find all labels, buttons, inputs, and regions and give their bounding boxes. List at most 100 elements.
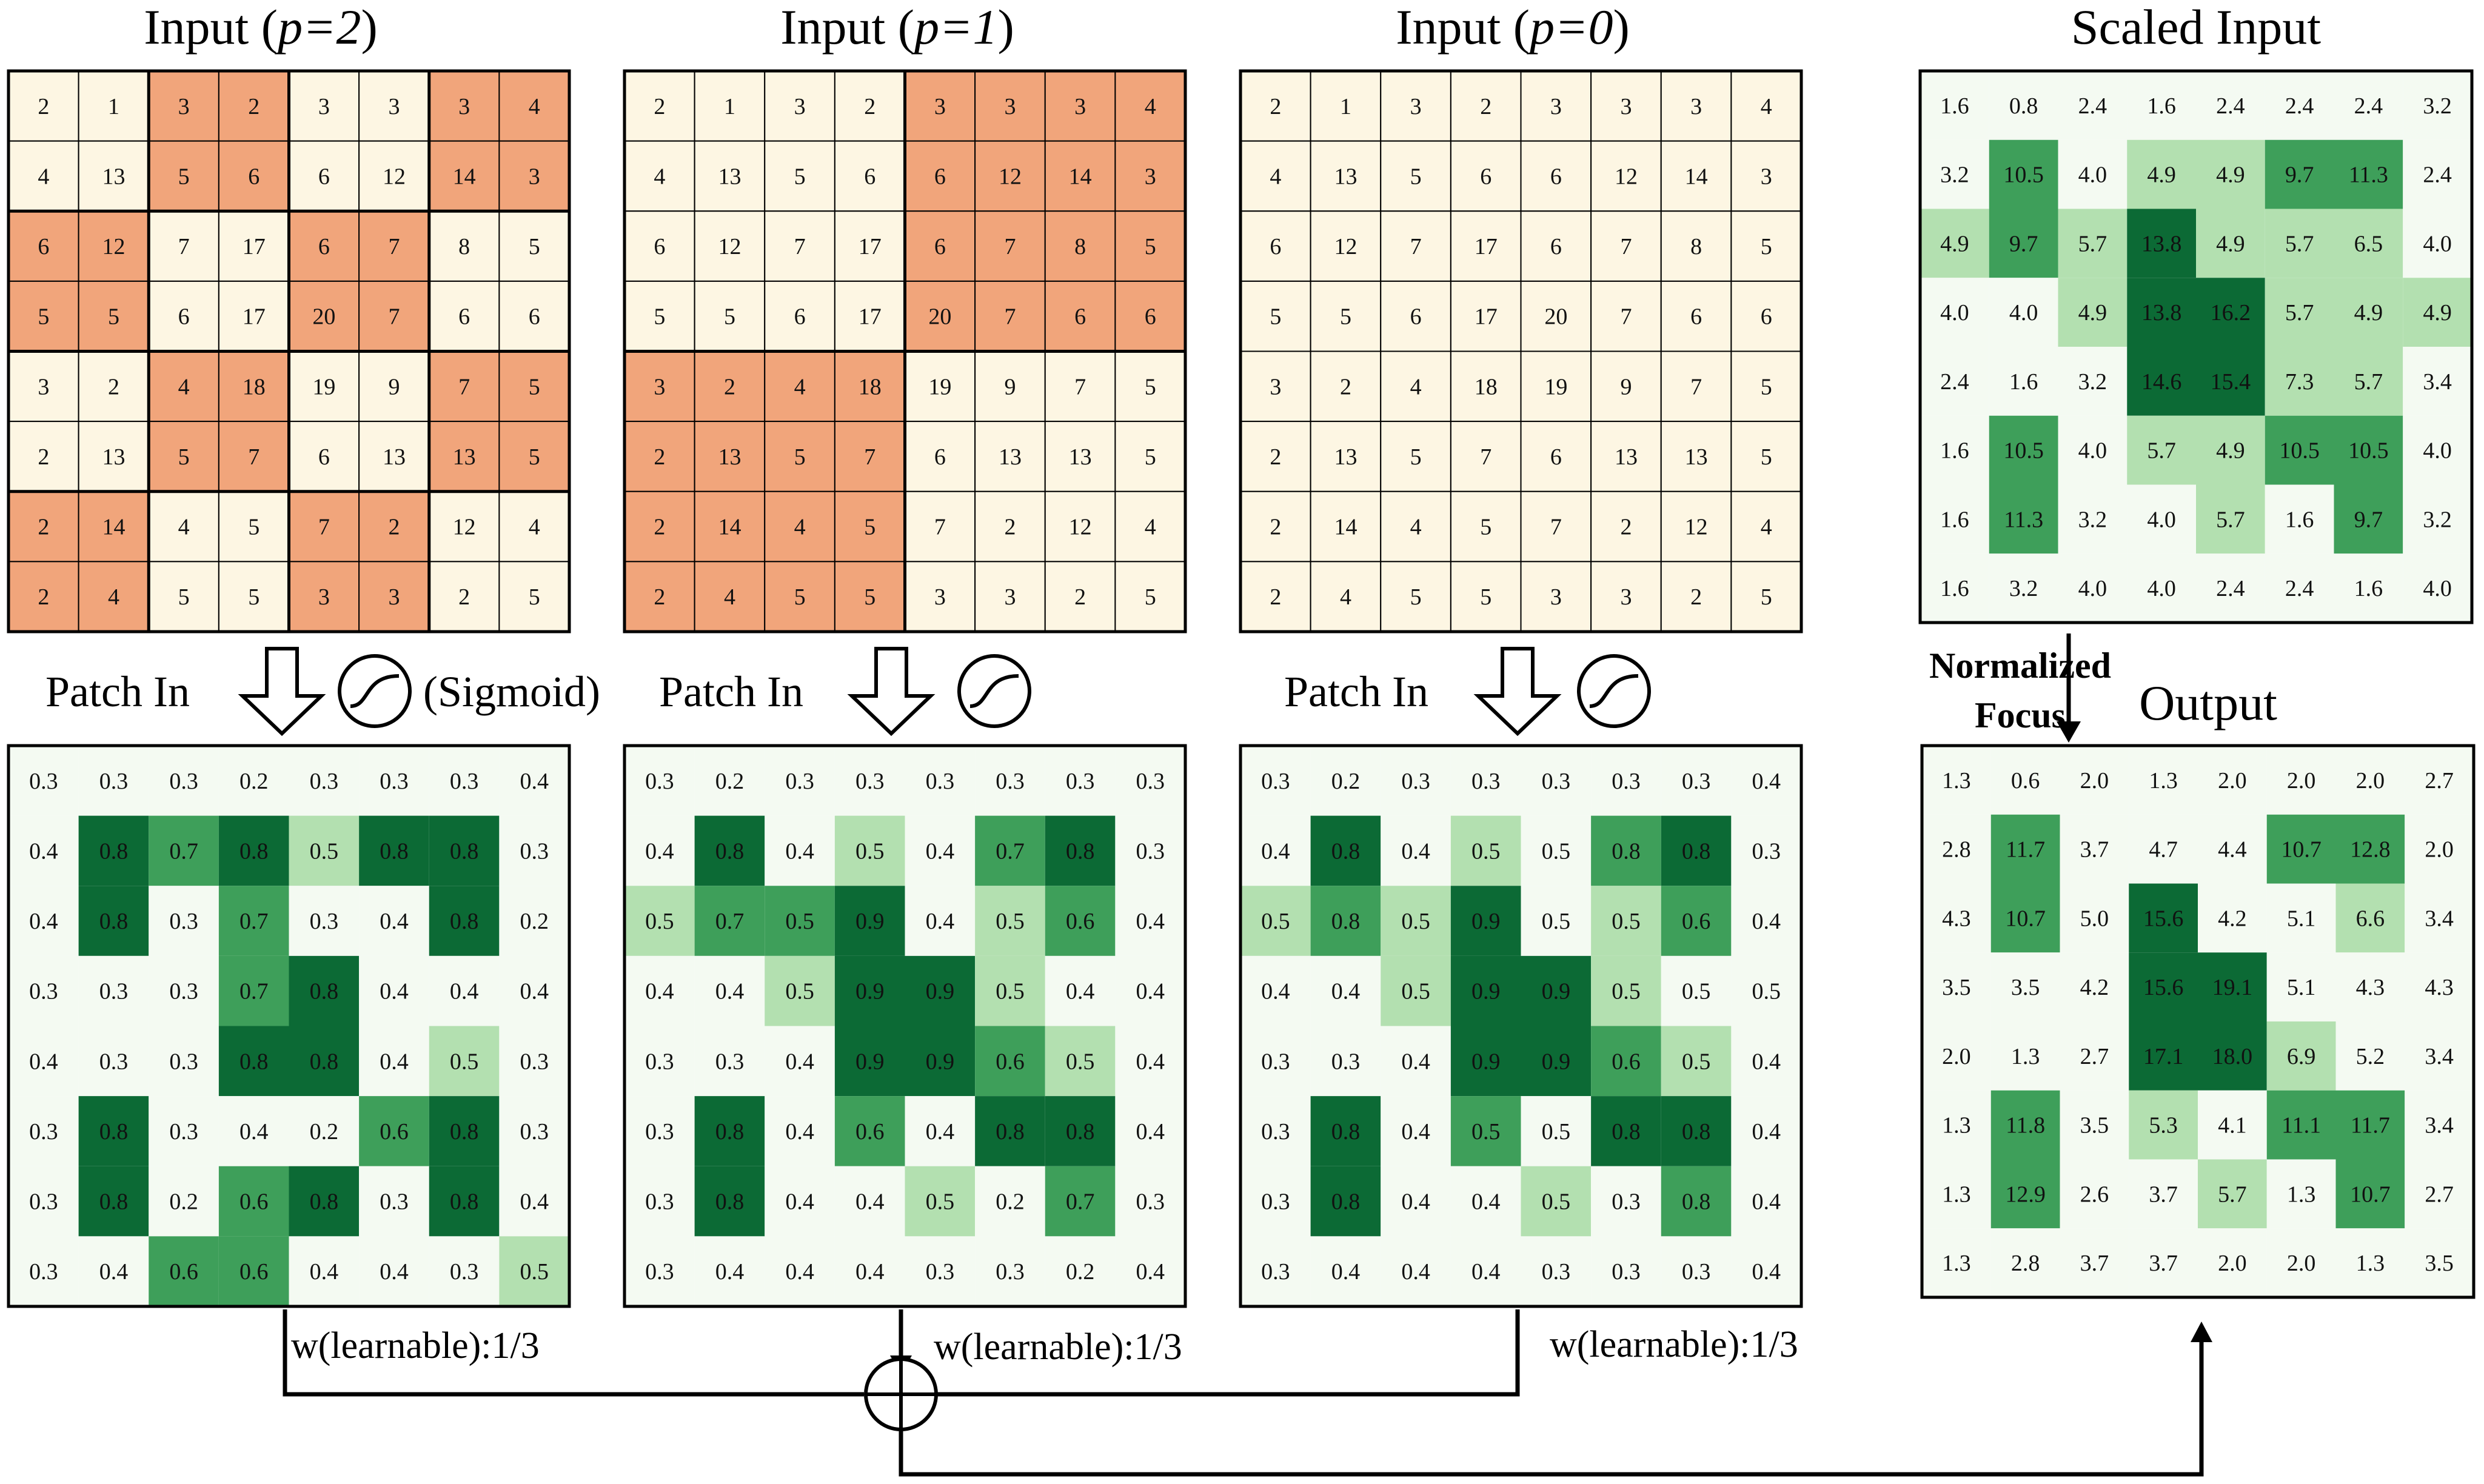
sigmoid-grid-cell (1731, 746, 1801, 816)
input-grid-cell (764, 210, 835, 282)
sigmoid-grid-cell (834, 815, 905, 886)
sigmoid-grid-cell (834, 1236, 905, 1306)
patch-in-block-p2: Patch In (Sigmoid) (45, 647, 600, 737)
output-grid-cell (2266, 1159, 2336, 1229)
sigmoid-grid-cell (1115, 955, 1185, 1026)
sigmoid-grid-value: 0.9 (1471, 909, 1501, 934)
scaled-grid-value: 9.7 (2285, 162, 2314, 188)
sigmoid-grid-value: 0.4 (1401, 1049, 1430, 1074)
output-grid-cell (2405, 1159, 2474, 1229)
output-grid-cell (2198, 952, 2267, 1021)
output-grid-value: 12.9 (2005, 1182, 2046, 1207)
sigmoid-grid-cell (149, 746, 219, 816)
input-grid-value: 5 (1761, 234, 1772, 259)
sigmoid-grid-value: 0.5 (1682, 979, 1711, 1004)
sigmoid-grid-value: 0.8 (310, 1189, 339, 1215)
sigmoid-grid-cell (905, 815, 976, 886)
input-grid-value: 6 (1145, 304, 1156, 330)
sigmoid-grid-cell (429, 1026, 500, 1097)
scaled-grid-value: 4.0 (2078, 162, 2107, 188)
sigmoid-grid-cell (149, 886, 219, 956)
sigmoid-grid-cell (499, 955, 569, 1026)
input-grid-cell (1380, 70, 1451, 142)
sigmoid-grid-value: 0.4 (380, 979, 409, 1004)
sigmoid-grid-cell (78, 815, 149, 886)
sigmoid-grid-cell (975, 886, 1045, 956)
output-grid-value: 10.7 (2350, 1182, 2391, 1207)
input-grid-value: 7 (248, 444, 259, 470)
input-grid-value: 5 (1761, 444, 1772, 470)
output-grid-cell (1922, 1090, 1991, 1160)
scaled-grid-value: 13.8 (2141, 231, 2182, 256)
sigmoid-grid-cell (429, 1236, 500, 1306)
sigmoid-grid-value: 0.4 (450, 979, 479, 1004)
sigmoid-grid-cell (499, 1236, 569, 1306)
output-grid-value: 4.2 (2218, 906, 2247, 931)
output-grid-value: 3.5 (1942, 975, 1971, 1000)
scaled-grid-cell (1989, 209, 2058, 278)
scaled-grid-value: 4.0 (2078, 438, 2107, 464)
output-grid-value: 3.4 (2425, 906, 2454, 931)
input-grid-value: 3 (794, 94, 806, 119)
sigmoid-grid-cell (499, 1096, 569, 1166)
input-grid-cell (1660, 350, 1732, 423)
output-grid-cell (2060, 1159, 2129, 1229)
scaled-grid-value: 4.0 (2009, 300, 2038, 326)
sigmoid-grid-value: 0.7 (239, 979, 269, 1004)
sigmoid-grid-cell (624, 1236, 695, 1306)
sigmoid-grid-cell (1450, 955, 1521, 1026)
sigmoid-grid-value: 0.5 (450, 1049, 479, 1074)
input-grid-cell (8, 280, 79, 352)
sigmoid-grid-cell (78, 1026, 149, 1097)
sigmoid-grid-cell (694, 746, 765, 816)
sigmoid-grid-cell (1240, 1166, 1311, 1237)
sigmoid-grid-value: 0.6 (996, 1049, 1025, 1074)
sigmoid-grid-cell (905, 746, 976, 816)
input-grid-value: 4 (724, 584, 735, 610)
output-grid-cell (2060, 952, 2129, 1021)
sigmoid-grid-value: 0.4 (1136, 1259, 1165, 1285)
sigmoid-grid-cell (975, 1166, 1045, 1237)
input-grid-value: 4 (1145, 94, 1156, 119)
scaled-grid-cell (2127, 139, 2196, 209)
sigmoid-grid-value: 0.6 (855, 1119, 885, 1145)
input-grid-value: 4 (38, 164, 49, 189)
sigmoid-grid-cell (8, 1026, 79, 1097)
sigmoid-grid-cell (289, 886, 360, 956)
sigmoid-grid-value: 0.4 (1401, 1119, 1430, 1145)
sigmoid-grid-cell (1310, 955, 1381, 1026)
sigmoid-grid-cell (1521, 955, 1592, 1026)
input-grid-cell (1044, 210, 1116, 282)
output-grid-value: 2.0 (2287, 768, 2316, 794)
sigmoid-grid-value: 0.4 (1752, 1189, 1781, 1215)
sigmoid-grid-cell (1381, 886, 1451, 956)
output-grid-value: 3.5 (2080, 1113, 2109, 1138)
sigmoid-grid-cell (218, 1026, 289, 1097)
sigmoid-grid-value: 0.9 (926, 1049, 955, 1074)
input-grid-value: 4 (108, 584, 119, 610)
input-grid-cell (1044, 490, 1116, 563)
sigmoid-grid-cell (905, 1026, 976, 1097)
output-grid-cell (2060, 1228, 2129, 1297)
sigmoid-grid-value: 0.3 (169, 909, 198, 934)
input-grid-cell (1450, 490, 1522, 563)
scaled-grid-value: 4.9 (2147, 162, 2176, 188)
input-grid-cell (624, 350, 695, 423)
scaled-grid-value: 1.6 (1940, 93, 1969, 119)
sigmoid-grid-value: 0.4 (926, 909, 955, 934)
input-grid-value: 5 (794, 584, 806, 610)
input-grid-value: 7 (1004, 304, 1016, 330)
input-grid-value: 13 (1334, 164, 1357, 189)
input-grid-cell (1114, 561, 1186, 632)
input-grid-value: 13 (1069, 444, 1092, 470)
input-grid-value: 13 (102, 164, 125, 189)
output-grid-value: 4.3 (2425, 975, 2454, 1000)
input-grid-value: 5 (248, 515, 259, 540)
input-grid-value: 6 (934, 164, 946, 189)
output-grid-cell (2266, 952, 2336, 1021)
scaled-grid-cell (1920, 415, 1989, 485)
input-grid-value: 5 (1761, 374, 1772, 399)
output-grid-cell (2405, 1228, 2474, 1297)
input-grid-value: 6 (529, 304, 540, 330)
sigmoid-grid-cell (1381, 1236, 1451, 1306)
